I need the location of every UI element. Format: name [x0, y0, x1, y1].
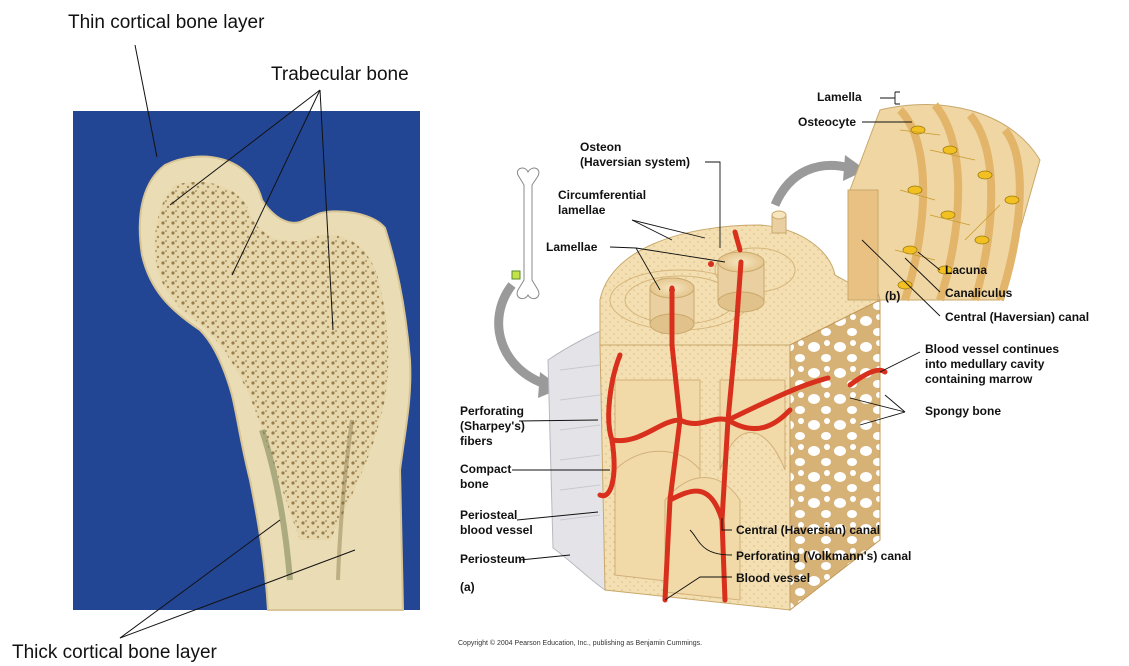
- compact-bone-label-2: bone: [460, 477, 489, 491]
- panel-b-label: (b): [885, 289, 900, 303]
- perforating-fibers-label-1: Perforating: [460, 404, 524, 418]
- long-bone-icon: [512, 168, 539, 299]
- blood-vessel-label: Blood vessel: [736, 571, 810, 585]
- blood-vessel-continues-label-1: Blood vessel continues: [925, 342, 1059, 356]
- central-canal-a-label: Central (Haversian) canal: [736, 523, 880, 537]
- osteon-detail-panel: [848, 104, 1040, 300]
- copyright-text: Copyright © 2004 Pearson Education, Inc.…: [458, 640, 702, 647]
- circumferential-label-2: lamellae: [558, 203, 605, 217]
- canaliculus-label: Canaliculus: [945, 286, 1012, 300]
- spongy-bone-label: Spongy bone: [925, 404, 1001, 418]
- osteon-label-2: (Haversian system): [580, 155, 690, 169]
- periosteal-vessel-label-1: Periosteal: [460, 508, 517, 522]
- blood-vessel-continues-label-2: into medullary cavity: [925, 357, 1044, 371]
- lacuna-label: Lacuna: [945, 263, 987, 277]
- volkmann-canal-label: Perforating (Volkmann's) canal: [736, 549, 911, 563]
- perforating-fibers-label-3: fibers: [460, 434, 493, 448]
- periosteum-label: Periosteum: [460, 552, 525, 566]
- lamellae-label: Lamellae: [546, 240, 597, 254]
- compact-bone-label-1: Compact: [460, 462, 511, 476]
- osteon-label-1: Osteon: [580, 140, 621, 154]
- lamella-label: Lamella: [817, 90, 862, 104]
- central-canal-b-label: Central (Haversian) canal: [945, 310, 1089, 324]
- blood-vessel-continues-label-3: containing marrow: [925, 372, 1032, 386]
- osteocyte-label: Osteocyte: [798, 115, 856, 129]
- panel-a-label: (a): [460, 580, 475, 594]
- periosteal-vessel-label-2: blood vessel: [460, 523, 533, 537]
- circumferential-label-1: Circumferential: [558, 188, 646, 202]
- perforating-fibers-label-2: (Sharpey's): [460, 419, 525, 433]
